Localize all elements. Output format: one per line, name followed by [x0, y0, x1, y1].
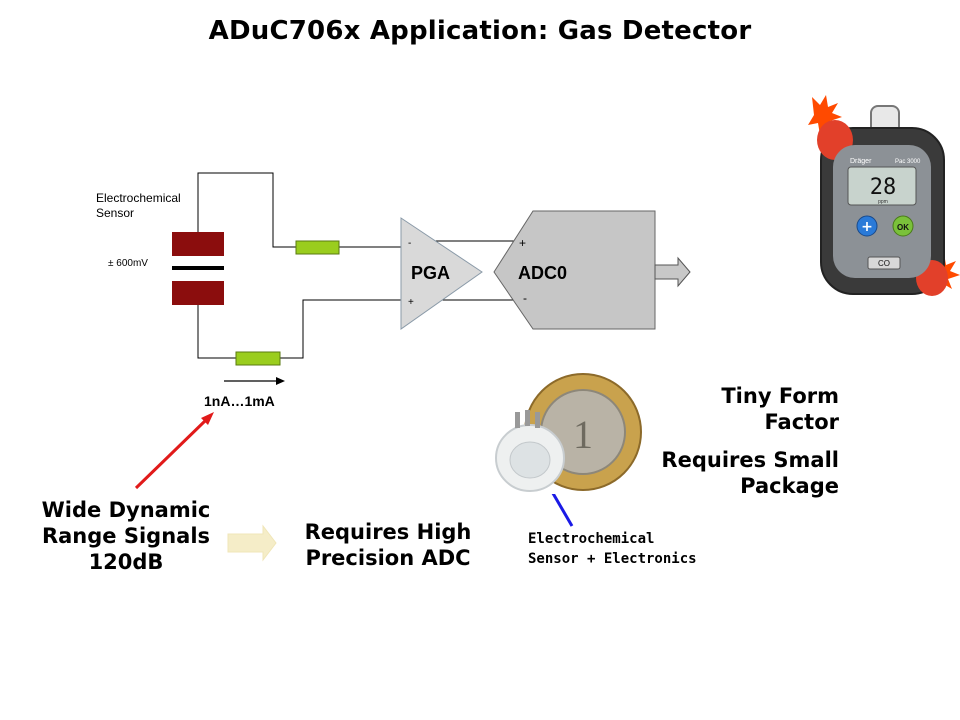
- pga-triangle: [400, 217, 483, 330]
- requires-small-line-2: Package: [740, 474, 839, 498]
- device-display-unit: ppm: [878, 199, 888, 205]
- device-display: [847, 166, 917, 206]
- gas-detector-device: Dräger Pac 3000 28 ppm + OK CO: [808, 87, 960, 301]
- device-brand: Dräger: [850, 158, 872, 165]
- pga-label: PGA: [411, 263, 450, 283]
- wide-dynamic-line-1: Wide Dynamic: [41, 498, 211, 522]
- sensor-photo: 1: [495, 368, 647, 494]
- electrochemical-caption-line-1: Electrochemical: [528, 531, 655, 547]
- pga-minus-sign: -: [408, 238, 411, 249]
- adc-block: [493, 210, 656, 330]
- circuit-wires: [197, 172, 514, 359]
- current-arrow-head: [276, 377, 285, 385]
- alarm-burst-left: [808, 95, 842, 135]
- tiny-form-line-2: Factor: [764, 410, 839, 434]
- device-model: Pac 3000: [895, 159, 921, 165]
- electrochemical-caption: Electrochemical Sensor + Electronics: [528, 529, 748, 569]
- requires-high-line-1: Requires High: [304, 520, 472, 544]
- requires-high-line-2: Precision ADC: [305, 546, 471, 570]
- device-plus-button: [856, 215, 878, 237]
- red-pointer-arrow: [134, 418, 208, 490]
- slide-title: ADuC706x Application: Gas Detector: [208, 16, 752, 46]
- wide-dynamic-line-2: Range Signals: [41, 524, 211, 548]
- adc-output-arrow: [654, 256, 691, 288]
- requires-small-line-1: Requires Small: [661, 448, 839, 472]
- adc-plus-sign: +: [519, 236, 526, 250]
- electrochemical-caption-line-2: Sensor + Electronics: [528, 551, 697, 567]
- resistor-top: [295, 240, 340, 255]
- sensor-top-plate: [172, 232, 224, 256]
- svg-text:1: 1: [573, 412, 593, 457]
- resistor-bottom: [235, 351, 281, 366]
- red-pointer-arrow-head: [201, 412, 214, 425]
- tiny-form-factor-text: Tiny Form Factor: [640, 383, 839, 435]
- svg-text:OK: OK: [897, 223, 909, 232]
- pga-plus-sign: +: [408, 297, 414, 308]
- adc-minus-sign: -: [523, 291, 527, 305]
- current-range-label: 1nA…1mA: [204, 393, 275, 409]
- requires-small-package-text: Requires Small Package: [640, 447, 839, 499]
- requires-high-precision-text: Requires High Precision ADC: [293, 519, 483, 571]
- wide-dynamic-line-3: 120dB: [88, 550, 164, 574]
- yellow-block-arrow: [227, 524, 277, 562]
- wide-dynamic-range-text: Wide Dynamic Range Signals 120dB: [28, 497, 224, 575]
- svg-text:+: +: [861, 219, 873, 235]
- device-ok-button: [892, 215, 914, 237]
- device-display-value: 28: [870, 175, 897, 200]
- device-gas-label: CO: [878, 259, 890, 268]
- sensor-middle-bar: [172, 266, 224, 270]
- sensor-bottom-plate: [172, 281, 224, 305]
- tiny-form-line-1: Tiny Form: [721, 384, 839, 408]
- adc-label: ADC0: [518, 263, 567, 283]
- voltage-label: ± 600mV: [108, 258, 148, 269]
- sensor-label: Electrochemical Sensor: [96, 191, 181, 220]
